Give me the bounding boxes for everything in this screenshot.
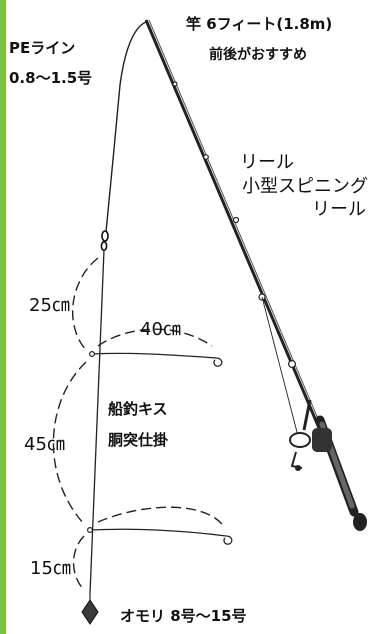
hook-icon — [213, 357, 223, 367]
rig-title: 船釣キス — [108, 400, 168, 418]
swivel-icon — [100, 230, 109, 252]
reel-desc-2: リール — [312, 199, 366, 220]
length-15-label: 15㎝ — [30, 558, 71, 579]
rod-note-label: 前後がおすすめ — [209, 47, 307, 63]
main-line — [105, 21, 147, 233]
reel-desc-1: 小型スピニング — [242, 176, 368, 197]
length-25-label: 25㎝ — [29, 295, 70, 316]
branch-upper — [88, 351, 223, 367]
rig-subtitle: 胴突仕掛 — [108, 431, 169, 449]
accent-bar — [0, 0, 6, 634]
reel-title: リール — [240, 152, 294, 173]
rod-icon — [144, 19, 367, 531]
dim-arc-45 — [52, 361, 87, 525]
length-45-label: 45㎝ — [24, 434, 65, 455]
dim-arc-40 — [97, 328, 213, 347]
reel-icon — [289, 399, 332, 471]
dim-arc-15 — [72, 535, 85, 591]
pe-line-title: PEライン — [9, 39, 76, 57]
dim-arc-40-lower — [97, 506, 223, 525]
length-40-label: 40㎝ — [140, 319, 181, 340]
hook-icon — [223, 535, 233, 545]
trunk-line — [89, 249, 105, 595]
pe-line-size: 0.8～1.5号 — [9, 69, 93, 87]
branch-lower — [86, 526, 233, 545]
sinker-label: オモリ 8号～15号 — [120, 607, 247, 625]
dim-arc-25 — [72, 257, 99, 351]
sinker-icon — [81, 594, 99, 625]
rod-label: 竿 6フィート(1.8m) — [186, 15, 333, 33]
